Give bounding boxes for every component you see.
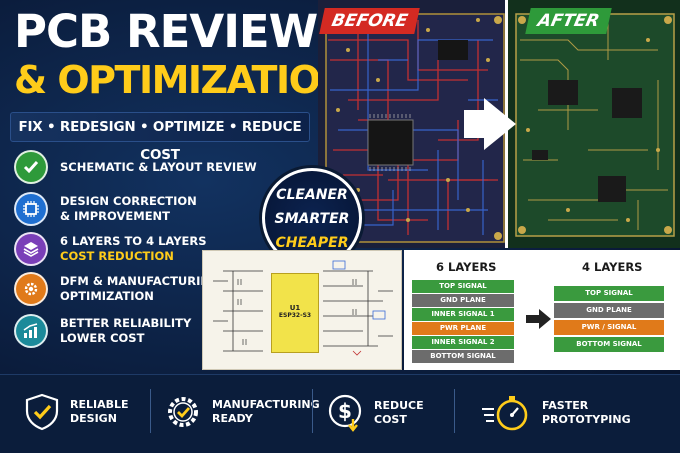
right-arrow-icon [484, 98, 516, 150]
feature-text: & IMPROVEMENT [60, 209, 171, 223]
layers-icon [14, 232, 48, 266]
feature-item: BETTER RELIABILITY LOWER COST [14, 314, 191, 348]
layer-row: GND PLANE [554, 303, 664, 318]
chart-icon [14, 314, 48, 348]
feature-text: SCHEMATIC & LAYOUT REVIEW [60, 159, 257, 174]
feature-item: 6 LAYERS TO 4 LAYERS COST REDUCTION [14, 232, 207, 266]
shield-check-icon [25, 393, 59, 431]
after-pcb-image [508, 0, 680, 248]
feature-text: 6 LAYERS TO 4 LAYERS [60, 234, 207, 248]
feature-item: DFM & MANUFACTURING OPTIMIZATION [14, 272, 219, 306]
divider [312, 389, 313, 433]
footer-item: RELIABLE DESIGN [24, 393, 129, 431]
footer-text: PROTOTYPING [542, 413, 631, 426]
feature-item: SCHEMATIC & LAYOUT REVIEW [14, 150, 257, 184]
feature-text: OPTIMIZATION [60, 289, 154, 303]
layer-row: INNER SIGNAL 2 [412, 336, 514, 349]
footer-bar: RELIABLE DESIGN MANUFACTURING READY $ [0, 374, 680, 453]
footer-item: MANUFACTURING READY [164, 393, 320, 431]
four-layers-title: 4 LAYERS [582, 260, 643, 274]
badge-line: CLEANER [276, 187, 348, 203]
divider [454, 389, 455, 433]
layer-row: TOP SIGNAL [554, 286, 664, 301]
footer-text: FASTER [542, 399, 589, 412]
chip-name: U1 [289, 304, 301, 312]
footer-text: REDUCE [374, 399, 424, 412]
feature-highlight: COST REDUCTION [60, 249, 174, 263]
badge-line: CHEAPER [275, 235, 349, 251]
chip-block: U1 ESP32-S3 [271, 273, 319, 353]
after-label: AFTER [525, 8, 612, 34]
check-icon [14, 150, 48, 184]
badge-line: SMARTER [274, 211, 350, 227]
stopwatch-icon [482, 396, 528, 431]
layer-row: INNER SIGNAL 1 [412, 308, 514, 321]
footer-item: FASTER PROTOTYPING [480, 393, 631, 433]
schematic-image: U1 ESP32-S3 [202, 250, 402, 370]
layer-row: BOTTOM SIGNAL [554, 337, 664, 352]
feature-text: DESIGN CORRECTION [60, 194, 197, 208]
feature-text: LOWER COST [60, 331, 145, 345]
headline-line2: & OPTIMIZATION [14, 58, 351, 102]
feature-text: BETTER RELIABILITY [60, 316, 192, 330]
tagline: FIX • REDESIGN • OPTIMIZE • REDUCE COST [10, 112, 310, 163]
before-label: BEFORE [319, 8, 421, 34]
layer-row: TOP SIGNAL [412, 280, 514, 293]
feature-item: DESIGN CORRECTION & IMPROVEMENT [14, 192, 197, 226]
feature-text: DFM & MANUFACTURING [60, 274, 220, 288]
headline-line1: PCB REVIEW [14, 5, 318, 58]
layer-row: PWR PLANE [412, 322, 514, 335]
footer-item: $ REDUCE COST [326, 393, 424, 433]
svg-text:$: $ [338, 399, 352, 423]
chip-icon [14, 192, 48, 226]
footer-text: MANUFACTURING [212, 398, 320, 411]
footer-text: COST [374, 413, 407, 426]
footer-text: DESIGN [70, 412, 117, 425]
footer-text: RELIABLE [70, 398, 129, 411]
layer-row: GND PLANE [412, 294, 514, 307]
gear-icon [14, 272, 48, 306]
arrow-stem [464, 110, 486, 138]
divider [150, 389, 151, 433]
layer-row: BOTTOM SIGNAL [412, 350, 514, 363]
gear-check-icon [168, 397, 198, 427]
layer-stackup-panel: 6 LAYERS 4 LAYERS TOP SIGNAL GND PLANE I… [404, 250, 680, 370]
chip-model: ESP32-S3 [278, 312, 312, 319]
footer-text: READY [212, 412, 253, 425]
dollar-down-icon: $ [328, 394, 362, 432]
six-layers-title: 6 LAYERS [436, 260, 497, 274]
layer-row: PWR / SIGNAL [554, 320, 664, 335]
right-arrow-icon [526, 309, 551, 329]
